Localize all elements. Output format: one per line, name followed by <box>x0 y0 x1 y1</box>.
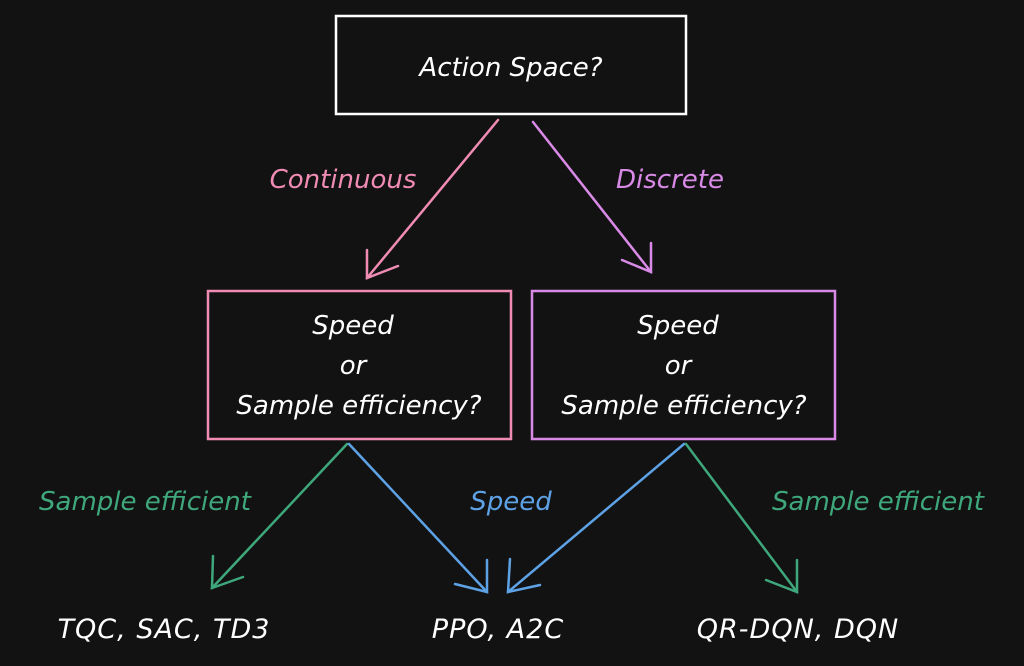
discrete-arrow <box>531 120 653 274</box>
right-node-box <box>530 289 837 441</box>
leaf-right: QR-DQN, DQN <box>697 614 899 645</box>
speed-label: Speed <box>470 487 552 517</box>
root-label: Action Space? <box>417 53 602 83</box>
continuous-arrow <box>365 118 500 280</box>
root-node: Action Space? <box>334 14 688 116</box>
discrete-label: Discrete <box>616 165 724 195</box>
right-node-line2: or <box>665 351 694 381</box>
left-node-box <box>206 289 513 441</box>
left-node-line3: Sample efficiency? <box>236 391 481 421</box>
left-node-line2: or <box>340 351 369 381</box>
right-sample-arrow <box>684 442 799 594</box>
left-node: Speed or Sample efficiency? <box>206 289 513 441</box>
continuous-label: Continuous <box>270 165 417 195</box>
root-box <box>334 14 688 116</box>
right-speed-arrow <box>506 442 686 594</box>
leaf-middle: PPO, A2C <box>432 614 564 645</box>
left-sample-arrow <box>210 442 349 590</box>
right-node: Speed or Sample efficiency? <box>530 289 837 441</box>
leaf-left: TQC, SAC, TD3 <box>58 614 271 645</box>
left-node-line1: Speed <box>312 311 394 341</box>
right-node-line1: Speed <box>637 311 719 341</box>
left-sample-label: Sample efficient <box>39 487 252 517</box>
right-node-line3: Sample efficiency? <box>561 391 806 421</box>
right-sample-label: Sample efficient <box>772 487 985 517</box>
left-speed-arrow <box>347 442 489 594</box>
